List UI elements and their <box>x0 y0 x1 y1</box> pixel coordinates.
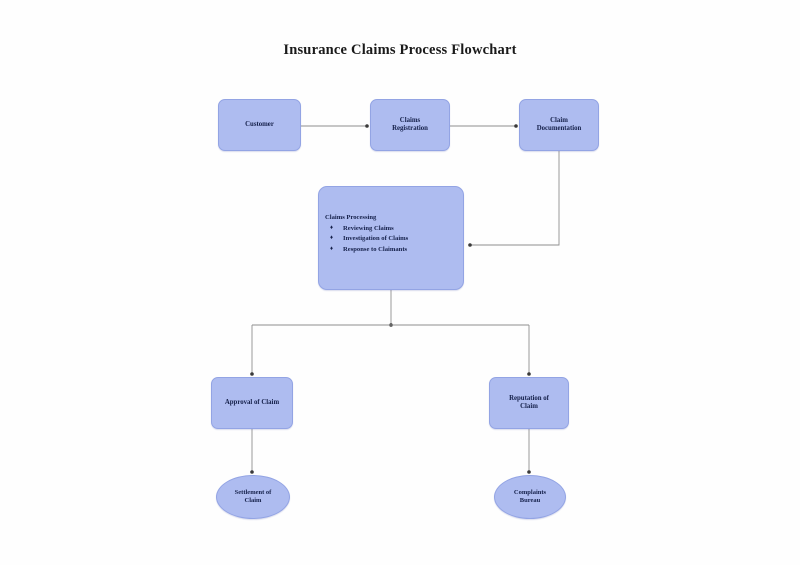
node-claims-registration-label: Claims Registration <box>392 116 428 132</box>
node-approval-of-claim[interactable]: Approval of Claim <box>211 377 293 429</box>
node-claims-registration[interactable]: Claims Registration <box>370 99 450 151</box>
node-complaints-bureau[interactable]: Complaints Bureau <box>494 475 566 519</box>
list-item-label: Investigation of Claims <box>343 235 409 243</box>
page-title: Insurance Claims Process Flowchart <box>283 42 517 58</box>
bullet-icon: ♦ <box>330 235 334 242</box>
list-item-label: Reviewing Claims <box>343 225 394 233</box>
node-claim-documentation-label: Claim Documentation <box>536 116 582 132</box>
node-reputation-of-claim-label: Reputation of Claim <box>509 394 549 410</box>
node-customer[interactable]: Customer <box>218 99 301 151</box>
node-settlement-of-claim-label: Settlement of Claim <box>234 488 272 504</box>
list-item: ♦ Response to Claimants <box>325 245 463 255</box>
node-complaints-bureau-label: Complaints Bureau <box>513 488 547 504</box>
claims-processing-content: Claims Processing ♦ Reviewing Claims ♦ I… <box>319 187 463 255</box>
list-item: ♦ Investigation of Claims <box>325 234 463 244</box>
list-item-label: Response to Claimants <box>343 245 408 253</box>
node-settlement-of-claim[interactable]: Settlement of Claim <box>216 475 290 519</box>
list-item: ♦ Reviewing Claims <box>325 224 463 234</box>
bullet-icon: ♦ <box>330 245 334 252</box>
node-reputation-of-claim[interactable]: Reputation of Claim <box>489 377 569 429</box>
claims-processing-heading: Claims Processing <box>325 214 377 221</box>
bullet-icon: ♦ <box>330 225 334 232</box>
node-customer-label: Customer <box>245 120 274 128</box>
node-claim-documentation[interactable]: Claim Documentation <box>519 99 599 151</box>
connector-documentation-to-processing <box>468 151 560 247</box>
node-approval-of-claim-label: Approval of Claim <box>224 398 280 406</box>
claims-processing-list: ♦ Reviewing Claims ♦ Investigation of Cl… <box>325 224 463 255</box>
node-claims-processing[interactable]: Claims Processing ♦ Reviewing Claims ♦ I… <box>318 186 464 290</box>
